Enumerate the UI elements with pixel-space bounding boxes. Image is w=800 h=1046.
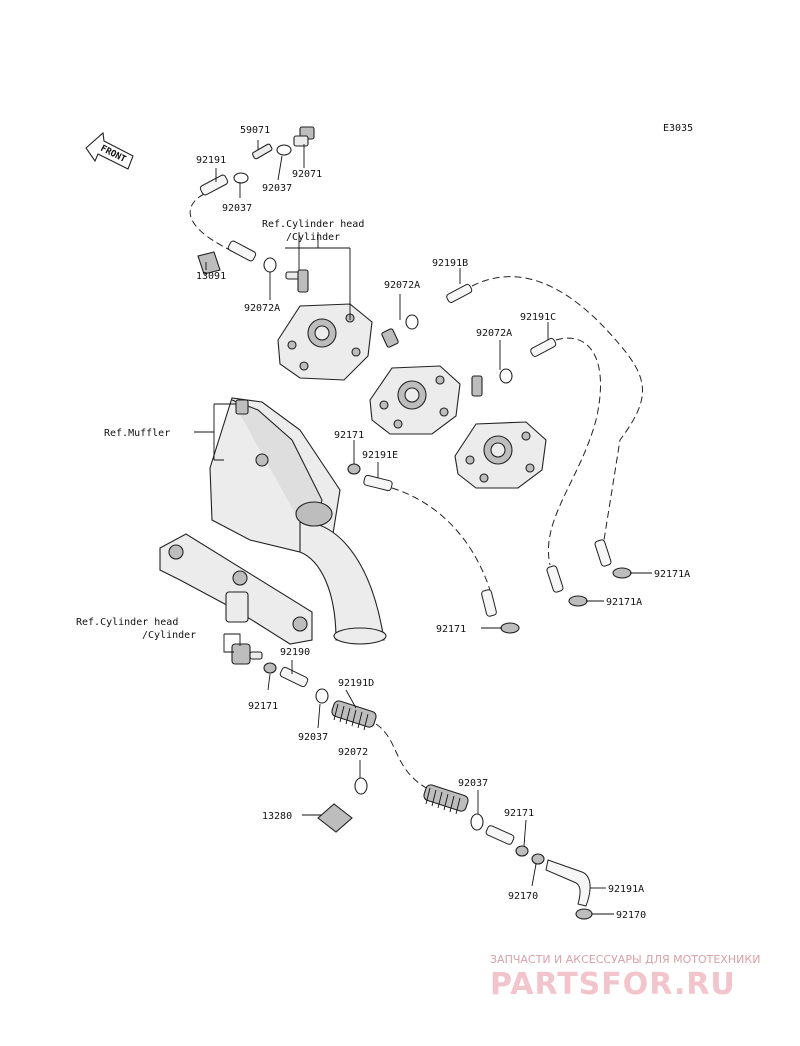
label-92072: 92072 — [338, 747, 368, 758]
exhaust-manifold — [159, 533, 313, 645]
label-ref-cylinder-head-2: Ref.Cylinder head — [76, 617, 178, 628]
fitting-cylinder-1 — [285, 269, 309, 293]
hose-92191B — [446, 283, 473, 303]
label-ref-cylinder-head-1: Ref.Cylinder head — [262, 219, 364, 230]
front-arrow-icon: FRONT — [85, 131, 134, 170]
clamp-92171-lower — [500, 622, 520, 634]
clamp-92170-b — [575, 908, 593, 920]
label-92171-d: 92171 — [504, 808, 534, 819]
clamp-92170-a — [531, 853, 545, 865]
clamp-92171-bottom — [515, 845, 529, 857]
clamp-92072 — [354, 777, 368, 795]
hose-92190 — [279, 666, 309, 688]
label-92171-c: 92171 — [248, 701, 278, 712]
label-92171-b: 92171 — [436, 624, 466, 635]
diagram-code: E3035 — [663, 123, 693, 134]
hose-92191A — [545, 859, 591, 907]
cylinder-head-1 — [277, 303, 373, 381]
clamp-92171-manifold — [263, 662, 277, 674]
rubber-13091 — [197, 251, 221, 275]
clamp-92171A-1 — [612, 567, 632, 579]
label-92037-b: 92037 — [222, 203, 252, 214]
clamp-92037-left — [233, 172, 249, 184]
corrugated-hose-92191D — [331, 700, 377, 731]
label-92191E: 92191E — [362, 450, 398, 461]
label-92171-a: 92171 — [334, 430, 364, 441]
label-13091: 13091 — [196, 271, 226, 282]
tag-13280 — [317, 803, 353, 833]
hose-path-92191 — [189, 193, 231, 251]
label-92170-b: 92170 — [616, 910, 646, 921]
hose-92191B-end — [594, 539, 612, 567]
fitting-cylinder-3 — [471, 375, 483, 397]
hose-bottom — [485, 825, 515, 845]
watermark-brand: PARTSFOR.RU — [490, 967, 736, 1002]
part-labels: 59071 92071 92191 92037 92037 Ref.Cylind… — [76, 125, 690, 921]
watermark: ЗАПЧАСТИ И АКСЕССУАРЫ ДЛЯ МОТОТЕХНИКИ PA… — [490, 953, 760, 1002]
cylinder-head-3 — [454, 421, 547, 489]
fitting-92071 — [293, 126, 315, 147]
label-59071: 59071 — [240, 125, 270, 136]
cylinder-head-2 — [369, 365, 461, 435]
corrugated-hose-lower — [423, 784, 469, 815]
watermark-tagline: ЗАПЧАСТИ И АКСЕССУАРЫ ДЛЯ МОТОТЕХНИКИ — [490, 953, 760, 966]
label-92037-a: 92037 — [262, 183, 292, 194]
clamp-92037-lower — [315, 688, 329, 704]
label-92170-a: 92170 — [508, 891, 538, 902]
hose-92191C — [530, 337, 557, 357]
label-ref-muffler: Ref.Muffler — [104, 428, 170, 439]
label-ref-cylinder-1: /Cylinder — [286, 232, 340, 243]
fitting-59071 — [252, 143, 273, 160]
label-92072A-c: 92072A — [476, 328, 512, 339]
hose-path-92191E — [391, 487, 491, 591]
label-92191A: 92191A — [608, 884, 644, 895]
label-92191B: 92191B — [432, 258, 468, 269]
clamp-92072A-2 — [405, 314, 419, 330]
clamp-92037-top — [276, 144, 292, 156]
label-92171A-a: 92171A — [654, 569, 690, 580]
clamp-92037-bottom — [470, 813, 484, 831]
clamp-92171A-2 — [568, 595, 588, 607]
label-92190: 92190 — [280, 647, 310, 658]
label-92037-d: 92037 — [458, 778, 488, 789]
hose-92191 — [199, 174, 229, 196]
label-92191D: 92191D — [338, 678, 374, 689]
hose-92191-end — [227, 240, 257, 262]
label-92037-c: 92037 — [298, 732, 328, 743]
muffler — [209, 397, 387, 645]
hose-path-92191D — [375, 723, 431, 791]
clamp-92072A-3 — [499, 368, 513, 384]
label-92171A-b: 92171A — [606, 597, 642, 608]
hose-92191E-end — [481, 589, 497, 617]
hose-92191C-end — [546, 565, 564, 593]
hose-path-92191B — [471, 276, 643, 541]
label-92072A-b: 92072A — [384, 280, 420, 291]
label-92072A-a: 92072A — [244, 303, 280, 314]
label-92071: 92071 — [292, 169, 322, 180]
label-92191C: 92191C — [520, 312, 556, 323]
leader-lines — [194, 140, 652, 915]
hose-92191E — [363, 474, 393, 492]
clamp-92171-muffler — [347, 463, 361, 475]
clamp-92072A-1 — [263, 257, 277, 273]
label-92191: 92191 — [196, 155, 226, 166]
fitting-cylinder-lower — [231, 643, 263, 665]
fitting-cylinder-2 — [381, 328, 399, 348]
label-13280: 13280 — [262, 811, 292, 822]
hose-path-92191C — [548, 337, 601, 566]
label-ref-cylinder-2: /Cylinder — [142, 630, 196, 641]
